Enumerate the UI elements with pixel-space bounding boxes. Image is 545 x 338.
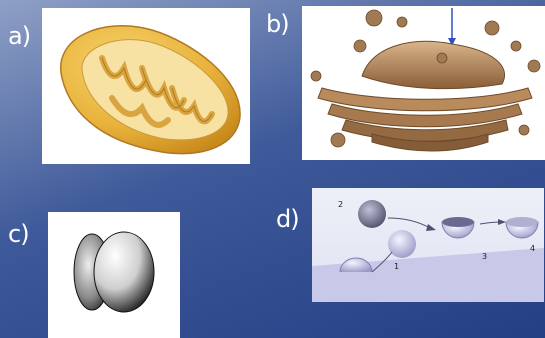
mitochondrion-illustration bbox=[42, 8, 250, 164]
panel-c-bodies bbox=[48, 212, 180, 338]
label-d: d) bbox=[276, 205, 299, 233]
panel-a-mitochondrion bbox=[42, 8, 250, 164]
label-b: b) bbox=[266, 10, 289, 38]
vesicle-illustration bbox=[312, 188, 544, 302]
step-label-2: 2 bbox=[338, 200, 343, 209]
label-c: c) bbox=[8, 220, 29, 248]
label-a: a) bbox=[8, 22, 30, 50]
step-label-1: 1 bbox=[394, 262, 399, 271]
step-label-4: 4 bbox=[530, 244, 535, 253]
golgi-illustration bbox=[302, 6, 545, 160]
bodies-illustration bbox=[48, 212, 180, 338]
panel-b-golgi bbox=[302, 6, 545, 160]
step-label-3: 3 bbox=[482, 252, 487, 261]
panel-d-vesicles: 2 1 3 4 bbox=[312, 188, 544, 302]
